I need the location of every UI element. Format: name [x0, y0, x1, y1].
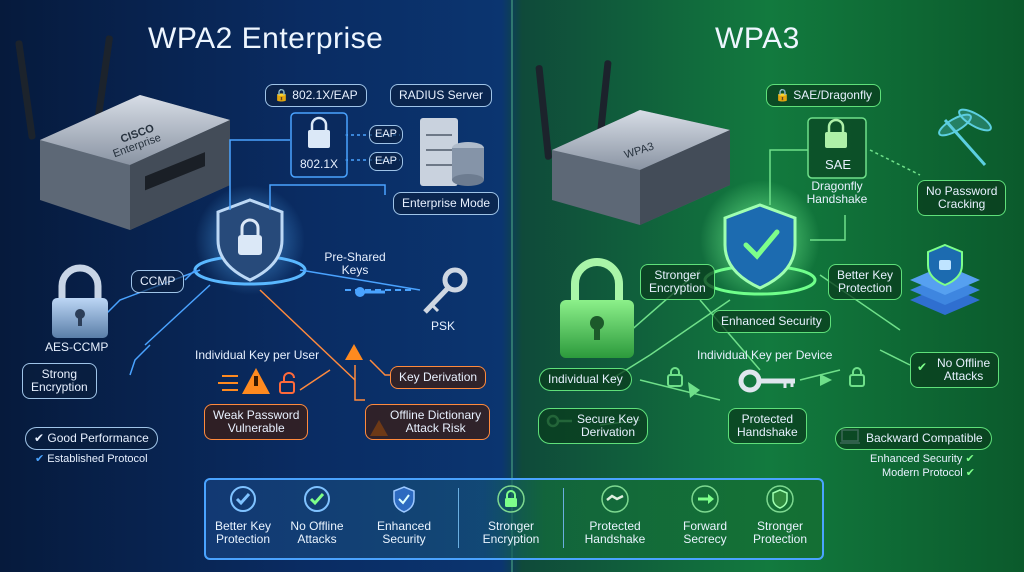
arrow-right-icon: [691, 485, 719, 513]
ccmp-label: CCMP: [131, 270, 185, 293]
lock-icon: [497, 485, 525, 513]
individual-key-per-user-label: Individual Key per User: [195, 348, 320, 362]
check-icon: ✔: [34, 431, 45, 445]
protected-handshake-label: Protected Handshake: [728, 408, 807, 444]
no-offline-attacks-label: ✔No Offline Attacks: [910, 352, 1000, 388]
radius-server-label: RADIUS Server: [390, 84, 493, 107]
enterprise-mode-label: Enterprise Mode: [393, 192, 500, 215]
modern-protocol-note: Modern Protocol ✔: [882, 467, 975, 479]
weak-password-label: Weak Password Vulnerable: [204, 404, 309, 440]
tag-8021x-eap: 🔒 802.1X/EAP: [265, 84, 367, 107]
benefit-label: Forward Secrecy: [682, 519, 727, 546]
small-lock-icon-1: [667, 367, 683, 387]
shield-icon: [766, 485, 794, 513]
pre-shared-keys-label: Pre-Shared Keys: [324, 250, 386, 277]
dragonfly-icon: [938, 108, 992, 166]
check-icon: ✔: [965, 467, 975, 479]
enhanced-security-note: Enhanced Security ✔: [870, 453, 975, 465]
strong-encryption-label: Strong Encryption: [22, 363, 97, 399]
handshake-icon: [601, 485, 629, 513]
wpa3-title: WPA3: [715, 22, 800, 55]
tag-sae-dragonfly: 🔒 SAE/Dragonfly: [766, 84, 881, 107]
wpa2-router-icon: [15, 35, 230, 230]
box-8021x-label: 802.1X: [299, 157, 339, 171]
bar-separator: [563, 488, 564, 548]
individual-key-label: Individual Key: [539, 368, 632, 391]
dragonfly-handshake-label: Dragonfly Handshake: [806, 179, 868, 206]
key-derivation-label: Key Derivation: [390, 366, 487, 389]
security-layers-icon: [910, 243, 980, 315]
left-key-icon: [423, 267, 468, 314]
check-shield-icon: ✔: [917, 360, 928, 374]
eap-label-2: EAP: [369, 152, 404, 171]
check-shield-icon: [304, 486, 330, 512]
benefit-label: Stronger Encryption: [482, 519, 540, 546]
better-key-protection-label: Better Key Protection: [828, 264, 903, 300]
check-circle-icon: [230, 486, 256, 512]
individual-key-per-device-label: Individual Key per Device: [697, 348, 833, 362]
benefit-label: Stronger Protection: [752, 519, 808, 546]
small-lock-icon-2: [849, 367, 865, 387]
shield-icon: [393, 486, 415, 513]
psk-label: PSK: [431, 319, 456, 333]
check-icon: ✔: [35, 453, 45, 465]
warning-icon-small: [345, 344, 363, 360]
stronger-encryption-label: Stronger Encryption: [640, 264, 715, 300]
left-small-key-icon: [355, 287, 385, 297]
wpa2-title: WPA2 Enterprise: [148, 22, 384, 55]
benefit-label: Protected Handshake: [584, 519, 646, 546]
bar-separator: [458, 488, 459, 548]
aes-ccmp-label: AES-CCMP: [45, 340, 109, 354]
radius-server-icon: [420, 118, 484, 186]
unlock-icon: [279, 372, 295, 394]
aes-lock-icon: [52, 264, 108, 338]
benefit-label: Enhanced Security: [376, 519, 432, 546]
offline-dictionary-label: Offline Dictionary Attack Risk: [365, 404, 491, 440]
sae-label: SAE: [824, 157, 851, 172]
benefit-label: No Offline Attacks: [290, 519, 344, 546]
eap-label-1: EAP: [369, 125, 404, 144]
wpa3-router-icon: [535, 60, 730, 225]
secure-key-derivation-label: Secure Key Derivation: [538, 408, 649, 444]
good-performance-label: ✔ Good Performance: [25, 427, 158, 450]
wpa3-shield-icon: [723, 203, 797, 290]
right-key-icon: [738, 369, 795, 393]
enhanced-security-label: Enhanced Security: [712, 310, 831, 333]
established-protocol-label: ✔ Established Protocol: [35, 453, 148, 465]
benefit-label: Better Key Protection: [214, 519, 272, 546]
no-password-cracking-label: No Password Cracking: [917, 180, 1007, 216]
check-icon: ✔: [965, 453, 975, 465]
warning-icon-left: [242, 368, 270, 394]
wpa3-big-lock-icon: [560, 258, 634, 358]
backward-compatible-label: Backward Compatible: [835, 427, 992, 450]
